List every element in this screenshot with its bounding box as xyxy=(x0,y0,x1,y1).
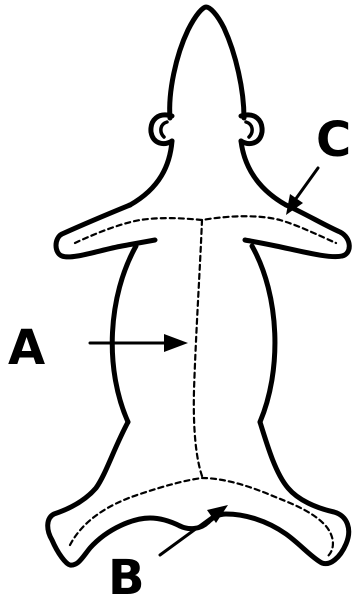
incision-b-hips xyxy=(70,478,333,556)
label-a: A xyxy=(8,320,45,376)
label-c: C xyxy=(316,112,351,168)
pointer-arrows xyxy=(90,168,318,555)
arrow-c-line xyxy=(295,168,318,200)
right-hindleg xyxy=(208,422,349,564)
neck-left xyxy=(130,141,172,205)
head-outline xyxy=(170,7,244,118)
neck-right xyxy=(241,141,286,205)
torso-left xyxy=(112,246,136,422)
left-ear-inner xyxy=(161,122,167,137)
incision-c-shoulders xyxy=(75,216,336,243)
right-foreleg xyxy=(245,205,349,257)
left-foreleg xyxy=(56,205,155,257)
label-b: B xyxy=(108,550,145,601)
right-ear-inner xyxy=(246,122,252,137)
torso-right xyxy=(252,246,275,422)
arrow-a-head xyxy=(164,334,188,352)
incision-a-midline xyxy=(194,220,202,476)
left-hindleg xyxy=(48,422,180,565)
incision-lines xyxy=(70,216,336,556)
